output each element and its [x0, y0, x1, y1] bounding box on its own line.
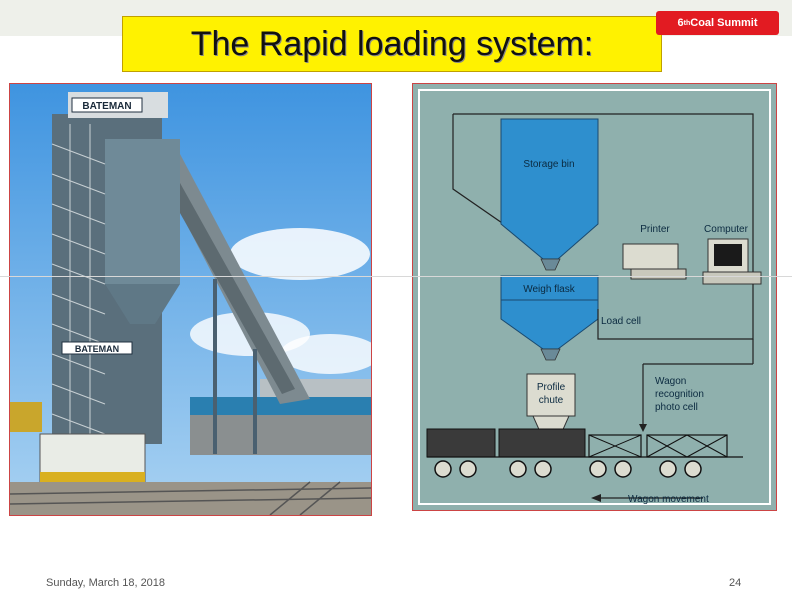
footer-date: Sunday, March 18, 2018	[46, 577, 166, 589]
profile-chute-label-line2: chute	[539, 395, 564, 406]
wagon-recognition-label-line2: recognition	[655, 389, 704, 400]
loading-system-schematic: Storage bin Printer Computer Weigh flask…	[413, 84, 776, 510]
background-structure	[190, 415, 371, 455]
wagon-recognition-label-line1: Wagon	[655, 376, 686, 387]
printer-label: Printer	[640, 224, 670, 235]
wagon-recognition-label-line3: photo cell	[655, 402, 698, 413]
cloud	[230, 228, 370, 280]
wagon-loaded	[426, 428, 496, 458]
background-bridge	[190, 397, 371, 415]
load-cell-label: Load cell	[601, 316, 641, 327]
locomotive-stripe	[40, 472, 145, 482]
loading-tower-illustration: BATEMAN BATEMAN	[10, 84, 371, 515]
tower-stairs	[51, 124, 106, 444]
computer-keyboard	[702, 271, 762, 285]
flask-gate	[540, 348, 561, 361]
slide-title: The Rapid loading system:	[190, 24, 594, 63]
silo-body	[105, 139, 180, 284]
summit-badge-superscript: th	[683, 19, 691, 27]
tower-sign	[71, 97, 143, 113]
computer-screen	[714, 244, 742, 266]
printer	[622, 243, 679, 270]
slide-title-box: The Rapid loading system:	[122, 16, 662, 72]
loading-tower-photo: BATEMAN BATEMAN	[9, 83, 372, 516]
rail-tracks	[10, 481, 371, 515]
wagon-movement-arrow	[591, 494, 601, 502]
control-line	[453, 113, 754, 284]
summit-badge-suffix: Coal Summit	[690, 17, 758, 29]
loading-system-diagram: Storage bin Printer Computer Weigh flask…	[412, 83, 777, 511]
weigh-flask	[500, 275, 599, 301]
wagons	[426, 428, 743, 458]
silo-cone	[105, 284, 180, 324]
storage-bin-label: Storage bin	[523, 159, 574, 170]
page-number: 24	[729, 577, 742, 589]
wagon-empty	[646, 434, 728, 458]
wagon-loaded	[498, 428, 586, 458]
profile-chute-label-line1: Profile	[537, 382, 566, 393]
photo-cell-arrow	[639, 424, 647, 432]
tower-plate	[61, 341, 133, 355]
computer-label: Computer	[704, 224, 749, 235]
tower-plate-text: BATEMAN	[75, 344, 119, 354]
horizontal-rule	[0, 276, 792, 277]
diagram-border	[418, 89, 771, 505]
summit-badge-prefix: 6	[677, 17, 684, 29]
load-cell-wire	[597, 284, 754, 340]
weigh-flask-label: Weigh flask	[523, 284, 576, 295]
cloud	[280, 334, 371, 374]
profile-chute	[526, 373, 576, 417]
conveyor-shadow	[158, 174, 295, 394]
tower-sign-text: BATEMAN	[82, 101, 131, 112]
bin-gate	[540, 258, 561, 271]
control-line	[452, 114, 519, 235]
printer-base	[630, 268, 687, 280]
wagon-movement-label: Wagon movement	[628, 494, 709, 505]
wagon-wheels	[434, 460, 702, 478]
yellow-machine	[10, 402, 42, 432]
